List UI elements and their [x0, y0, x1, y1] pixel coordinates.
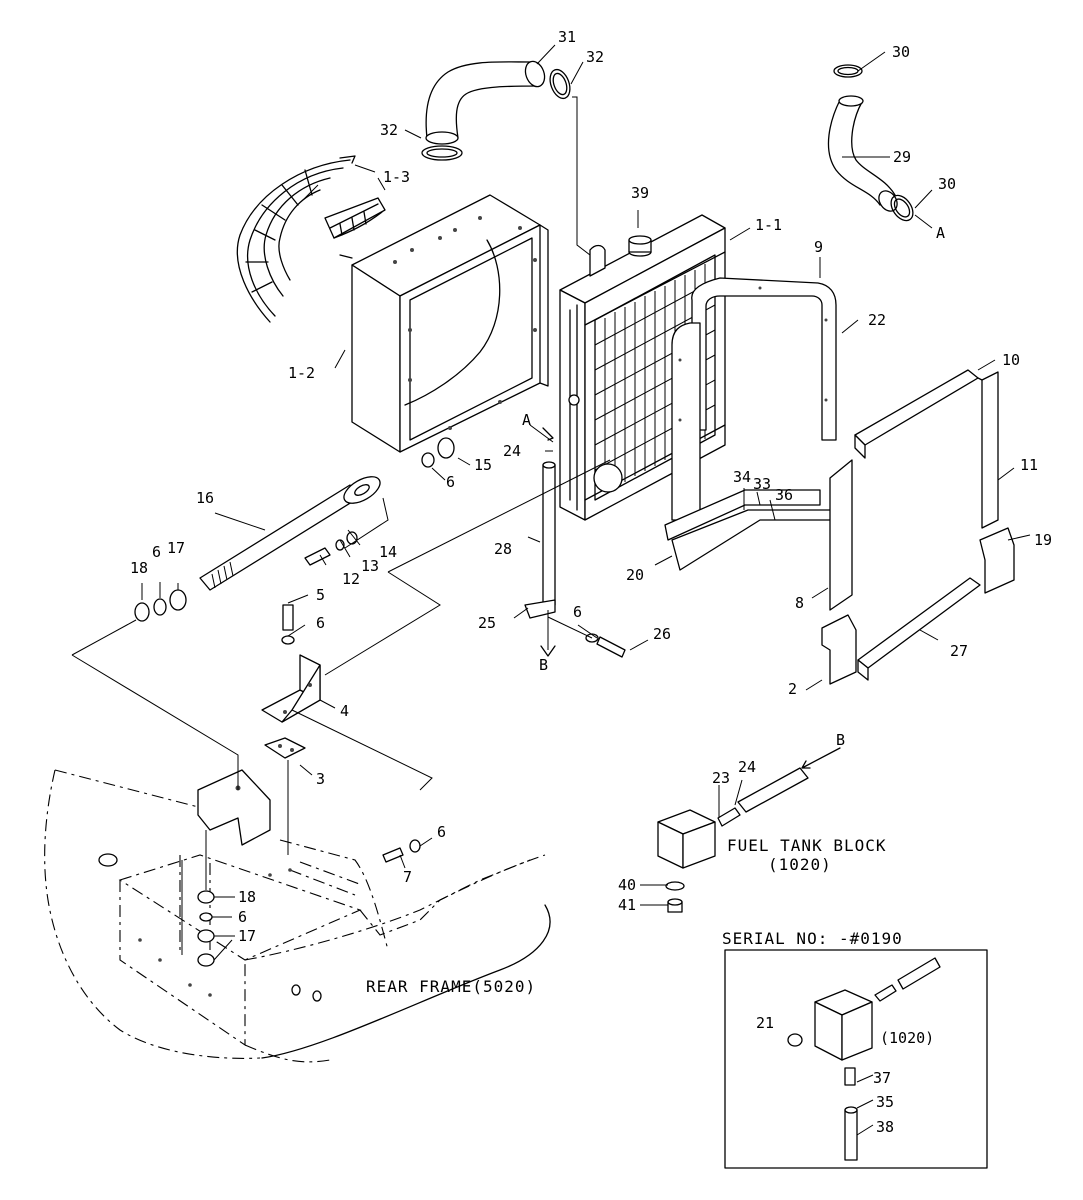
connection-lines: [71, 459, 611, 955]
plate-3: [264, 737, 306, 759]
label-2: 2: [788, 680, 797, 698]
seal-19: [979, 527, 1015, 594]
label-30-upper: 30: [892, 43, 910, 61]
hose-clamp-30-upper: [833, 64, 863, 78]
label-11: 11: [1020, 456, 1038, 474]
label-13: 13: [361, 557, 379, 575]
label-33: 33: [753, 475, 771, 493]
label-6-upper: 6: [152, 543, 161, 561]
label-22: 22: [868, 311, 886, 329]
label-1-1: 1-1: [755, 216, 782, 234]
label-12: 12: [342, 570, 360, 588]
label-24-upper: 24: [503, 442, 521, 460]
label-5: 5: [316, 586, 325, 604]
hardware-rod-end: [134, 437, 455, 645]
label-31: 31: [558, 28, 576, 46]
label-21: 21: [756, 1014, 774, 1032]
label-29: 29: [893, 148, 911, 166]
label-23: 23: [712, 769, 730, 787]
hose-clamp-30-lower: [890, 194, 914, 222]
seal-2: [821, 614, 857, 685]
label-30-lower: 30: [938, 175, 956, 193]
label-1-2: 1-2: [288, 364, 315, 382]
upper-hose-31: [425, 60, 546, 145]
stay-rod-16: [199, 476, 381, 591]
seal-11: [977, 371, 999, 529]
mount-bracket-frame: [197, 769, 271, 846]
label-20: 20: [626, 566, 644, 584]
label-a-radiator: A: [522, 411, 531, 429]
note-fuel-tank-block: FUEL TANK BLOCK: [727, 836, 887, 855]
hose-clamp-32-upper: [549, 68, 571, 100]
seal-10: [854, 369, 979, 459]
label-38: 38: [876, 1118, 894, 1136]
label-15: 15: [474, 456, 492, 474]
note-fuel-tank-block-ref: (1020): [768, 855, 832, 874]
note-rear-frame: REAR FRAME(5020): [366, 977, 536, 996]
label-35: 35: [876, 1093, 894, 1111]
label-18-lower: 18: [238, 888, 256, 906]
label-6-lower: 6: [238, 908, 247, 926]
label-6-pipe: 6: [573, 603, 582, 621]
seal-9-22: [664, 277, 839, 571]
label-18-upper: 18: [130, 559, 148, 577]
label-28: 28: [494, 540, 512, 558]
seal-27: [857, 577, 981, 681]
label-17-lower: 17: [238, 927, 256, 945]
label-6-frame: 6: [437, 823, 446, 841]
label-25: 25: [478, 614, 496, 632]
note-serial-no: SERIAL NO: -#0190: [722, 929, 903, 948]
lower-hose-29: [827, 95, 898, 212]
seal-8: [829, 459, 853, 611]
label-34: 34: [733, 468, 751, 486]
label-14: 14: [379, 543, 397, 561]
part-labels: 31 32 32 30 29 30 A 1-3 39 1-1 9 22 1-2 …: [130, 28, 1052, 1136]
label-9: 9: [814, 238, 823, 256]
fan-guard-1-3: [236, 155, 386, 323]
label-32-lower: 32: [380, 121, 398, 139]
label-1020-inset: (1020): [880, 1029, 934, 1047]
label-1-3: 1-3: [383, 168, 410, 186]
label-4: 4: [340, 702, 349, 720]
rear-frame: [44, 769, 551, 1063]
hardware-frame-stack: [197, 890, 215, 967]
label-37: 37: [873, 1069, 891, 1087]
label-3: 3: [316, 770, 325, 788]
label-7: 7: [403, 868, 412, 886]
label-39: 39: [631, 184, 649, 202]
label-b-pipe: B: [539, 656, 548, 674]
label-a-hose: A: [936, 224, 945, 242]
bolt-7: [382, 839, 421, 863]
serial-inset: [724, 949, 988, 1169]
label-17-upper: 17: [167, 539, 185, 557]
label-6-rod: 6: [446, 473, 455, 491]
label-19: 19: [1034, 531, 1052, 549]
label-6-bracket: 6: [316, 614, 325, 632]
label-8: 8: [795, 594, 804, 612]
label-27: 27: [950, 642, 968, 660]
label-36: 36: [775, 486, 793, 504]
label-32-upper: 32: [586, 48, 604, 66]
label-24-lower: 24: [738, 758, 756, 776]
bracket-4: [261, 654, 321, 723]
label-41: 41: [618, 896, 636, 914]
leader-lines: [141, 44, 1031, 961]
hose-clamp-32-lower: [421, 145, 463, 161]
fuel-tank-block: [657, 767, 809, 913]
label-10: 10: [1002, 351, 1020, 369]
fan-shroud-1-2: [339, 194, 549, 453]
label-16: 16: [196, 489, 214, 507]
label-40: 40: [618, 876, 636, 894]
notes: FUEL TANK BLOCK (1020) REAR FRAME(5020) …: [366, 836, 903, 996]
label-b-tank: B: [836, 731, 845, 749]
pipe-28: [524, 461, 626, 658]
label-26: 26: [653, 625, 671, 643]
